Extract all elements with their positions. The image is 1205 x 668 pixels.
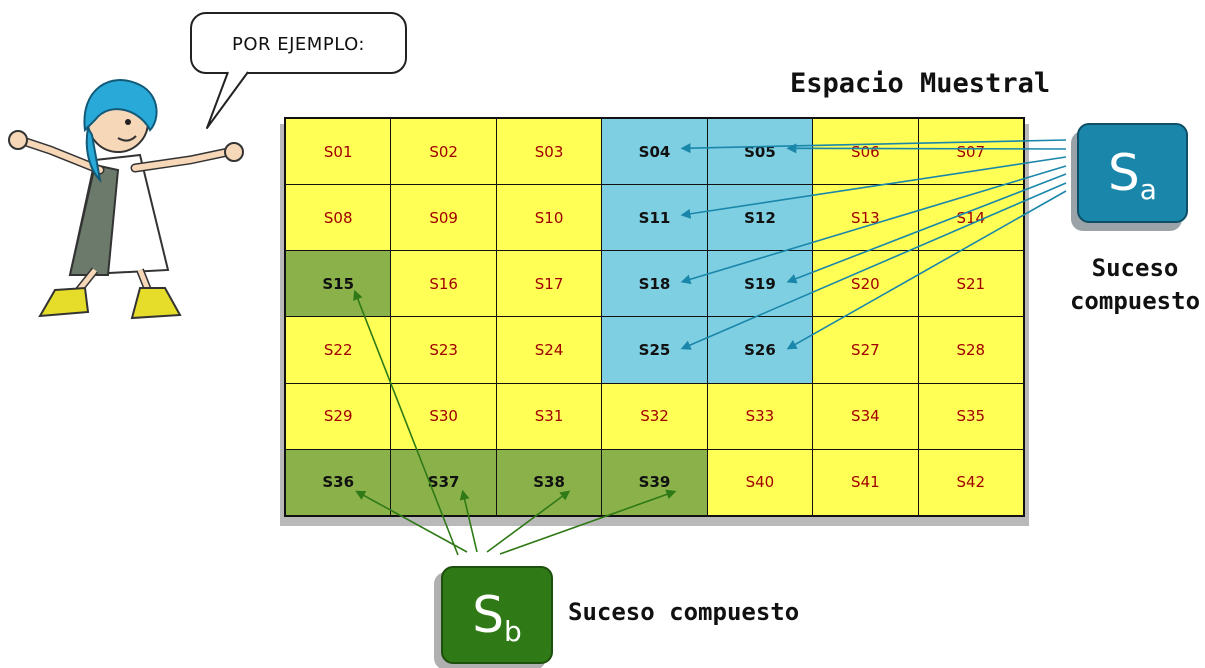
- grid-cell: S39: [602, 449, 707, 515]
- sample-space-title: Espacio Muestral: [790, 68, 1051, 99]
- event-b-symbol: S: [472, 586, 504, 644]
- event-arrow: [680, 139, 1067, 154]
- grid-cell: S41: [813, 449, 918, 515]
- grid-cell: S21: [918, 251, 1023, 317]
- speech-bubble-tail: [206, 70, 249, 129]
- event-arrow: [786, 173, 1067, 284]
- grid-cell: S06: [813, 119, 918, 185]
- grid-cell: S40: [707, 449, 813, 515]
- grid-cell: S26: [707, 317, 813, 383]
- grid-cell: S10: [496, 185, 602, 251]
- grid-cell: S37: [391, 449, 496, 515]
- cartoon-girl-illustration: [8, 79, 244, 320]
- grid-cell: S16: [391, 251, 496, 317]
- grid-cell: S03: [496, 119, 602, 185]
- grid-cell: S33: [707, 383, 813, 449]
- event-arrow: [486, 490, 571, 553]
- grid-cell: S38: [496, 449, 602, 515]
- grid-cell: S35: [918, 383, 1023, 449]
- event-arrow: [680, 182, 1067, 350]
- grid-cell: S32: [602, 383, 707, 449]
- event-arrow: [355, 490, 468, 553]
- grid-cell: S08: [286, 185, 391, 251]
- grid-cell: S25: [602, 317, 707, 383]
- event-arrow: [786, 190, 1067, 350]
- grid-cell: S36: [286, 449, 391, 515]
- grid-cell: S02: [391, 119, 496, 185]
- grid-cell: S24: [496, 317, 602, 383]
- event-a-label-line2: compuesto: [1069, 287, 1201, 315]
- event-arrow: [499, 489, 677, 555]
- grid-cell: S29: [286, 383, 391, 449]
- grid-cell: S15: [286, 251, 391, 317]
- grid-cell: S23: [391, 317, 496, 383]
- grid-cell: S30: [391, 383, 496, 449]
- speech-bubble-text: POR EJEMPLO:: [232, 34, 365, 55]
- event-a-label: Suceso compuesto: [1060, 252, 1205, 318]
- event-arrow: [680, 156, 1067, 219]
- grid-cell: S28: [918, 317, 1023, 383]
- event-a-label-line1: Suceso: [1091, 254, 1179, 282]
- grid-cell: S42: [918, 449, 1023, 515]
- speech-bubble: POR EJEMPLO:: [190, 12, 407, 74]
- event-b-label: Suceso compuesto: [568, 598, 800, 626]
- grid-cell: S12: [707, 185, 813, 251]
- event-b-subscript: b: [503, 614, 522, 648]
- grid-cell: S07: [918, 119, 1023, 185]
- grid-cell: S01: [286, 119, 391, 185]
- grid-cell: S27: [813, 317, 918, 383]
- event-a-symbol: S: [1108, 144, 1140, 202]
- grid-cell: S19: [707, 251, 813, 317]
- event-arrow: [786, 143, 1067, 154]
- grid-cell: S31: [496, 383, 602, 449]
- event-arrow: [680, 165, 1067, 285]
- grid-cell: S09: [391, 185, 496, 251]
- event-arrow: [459, 489, 478, 553]
- grid-cell: S34: [813, 383, 918, 449]
- grid-cell: S17: [496, 251, 602, 317]
- event-a-subscript: a: [1139, 172, 1157, 206]
- event-arrow: [353, 289, 459, 556]
- grid-cell: S22: [286, 317, 391, 383]
- grid-cell: S13: [813, 185, 918, 251]
